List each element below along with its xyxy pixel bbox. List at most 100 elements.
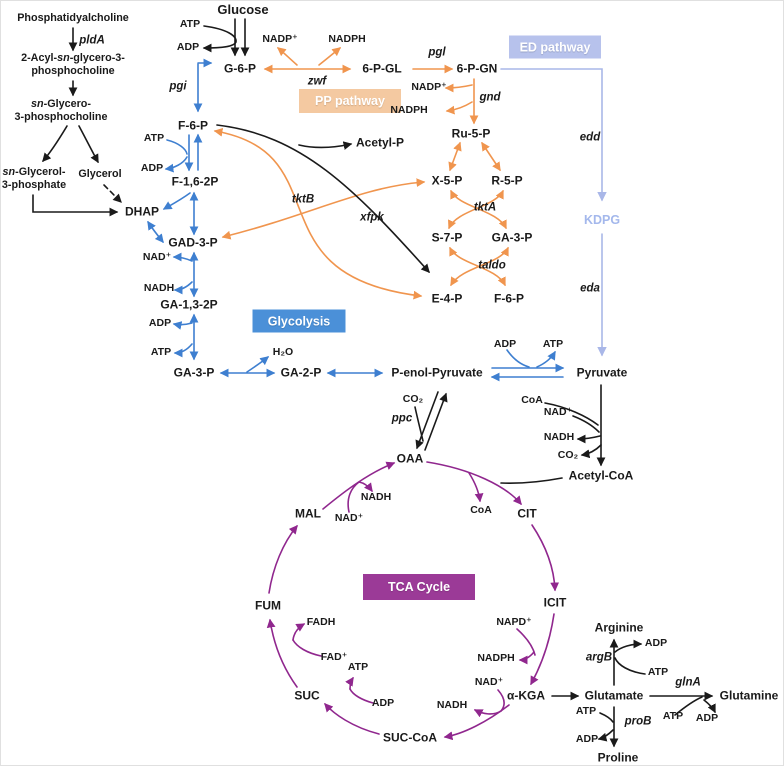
cofactor-nad: NAD⁺ [474, 676, 504, 689]
text-fragment: -Glycerol- [15, 166, 66, 179]
enzyme-eda: eda [580, 282, 600, 295]
node-r5p: R-5-P [491, 173, 523, 188]
cofactor-fad: FAD⁺ [320, 651, 348, 664]
arrow [536, 350, 556, 368]
text-fragment: sn [30, 98, 44, 111]
arrow [614, 639, 643, 653]
cofactor-nadp: NADP⁺ [411, 81, 447, 94]
arrow [448, 141, 462, 172]
node-s7p: S-7-P [431, 230, 463, 245]
enzyme-ppc: ppc [391, 412, 413, 425]
arrow [172, 252, 193, 262]
arrow [703, 699, 716, 714]
cofactor-adp: ADP [140, 162, 164, 175]
enzyme-pldA: pldA [79, 34, 105, 47]
node-glutamine: Glutamine [719, 688, 779, 703]
arrow [426, 461, 522, 506]
lipid-branch-arrows [32, 27, 122, 217]
cofactor-nad: NAD⁺ [334, 512, 364, 525]
enzyme-proB: proB [624, 715, 652, 728]
arrow [531, 524, 560, 592]
arrow [614, 657, 646, 675]
node-gad3p: GAD-3-P [168, 235, 218, 250]
node-glycerophosphocholine-line2: 3-phosphocholine [14, 111, 108, 124]
node-dhap: DHAP [124, 204, 160, 219]
enzyme-xfpk: xfpk [360, 211, 384, 224]
cofactor-nadph: NADPH [477, 652, 515, 665]
node-6pgl: 6-P-GL [362, 61, 402, 76]
node-kdpg: KDPG [583, 213, 621, 228]
node-acyl-glycerophosphocholine-line1: 2-Acyl-sn-glycero-3- [21, 52, 125, 65]
arrow [468, 472, 484, 503]
cofactor-atp: ATP [347, 661, 369, 674]
cofactor-coa: CoA [470, 504, 492, 517]
cofactor-co2: CO₂ [557, 449, 579, 462]
cofactor-atp: ATP [542, 338, 564, 351]
node-f6p: F-6-P [178, 118, 208, 133]
cofactor-atp: ATP [143, 132, 165, 145]
node-akga: α-KGA [506, 688, 546, 703]
node-x5p: X-5-P [431, 173, 463, 188]
node-glycerol: Glycerol [78, 168, 122, 181]
cofactor-nadph: NADPH [390, 104, 428, 117]
tca-cycle-badge: TCA Cycle [363, 574, 475, 600]
node-mal: MAL [295, 506, 321, 521]
arrow [500, 477, 563, 484]
arrow [246, 356, 270, 373]
arrow [266, 618, 298, 688]
cofactor-adp: ADP [493, 338, 517, 351]
cofactor-adp: ADP [644, 637, 668, 650]
arrow [580, 444, 602, 459]
arrow [358, 481, 373, 493]
arrow [202, 25, 237, 53]
cofactor-fadh: FADH [306, 616, 336, 629]
cofactor-adp: ADP [148, 317, 172, 330]
arrow [415, 391, 439, 450]
arrow [530, 613, 555, 686]
node-f16bp: F-1,6-2P [171, 174, 219, 189]
cofactor-atp: ATP [647, 666, 669, 679]
text-fragment: sn [2, 166, 16, 179]
glycolysis-arrows [147, 18, 565, 382]
xfpk-arrows [216, 124, 430, 273]
arrow [173, 281, 193, 295]
enzyme-glnA: glnA [675, 676, 701, 689]
cofactor-nad: NAD⁺ [543, 406, 573, 419]
node-suc: SUC [294, 688, 320, 703]
cofactor-nadph: NADPH [328, 33, 366, 46]
arrow [544, 402, 599, 426]
arrow [324, 703, 380, 735]
node-phosphatidyalcholine: Phosphatidyalcholine [17, 12, 129, 25]
node-glucose: Glucose [217, 1, 269, 17]
node-glutamate: Glutamate [584, 688, 644, 703]
arrow [444, 83, 473, 93]
arrow [345, 676, 354, 690]
arrow [518, 651, 535, 665]
cofactor-nadp: NADP⁺ [262, 33, 298, 46]
arrow [292, 623, 306, 641]
pp-pathway-arrows [213, 47, 509, 300]
node-ga132p: GA-1,3-2P [160, 297, 218, 312]
arrow [298, 141, 353, 150]
text-fragment: -Glycero- [43, 98, 92, 111]
arrow [103, 184, 122, 203]
enzyme-pgi: pgi [169, 80, 187, 93]
enzyme-taldo: taldo [478, 259, 506, 272]
arrow [42, 125, 68, 162]
cofactor-atp: ATP [179, 18, 201, 31]
node-pep: P-enol-Pyruvate [391, 365, 483, 380]
enzyme-tktA: tktA [473, 201, 497, 214]
node-acyl-glycerophosphocholine-line2: phosphocholine [31, 65, 115, 78]
amino-acid-arrows [551, 638, 716, 748]
node-glycerophosphocholine-line1: sn-Glycero- [30, 98, 92, 111]
node-acetylcoa: Acetyl-CoA [568, 468, 634, 483]
arrow [166, 139, 188, 155]
text-fragment: 2-Acyl- [21, 52, 58, 65]
cofactor-nadh: NADH [543, 431, 575, 444]
arrow [445, 101, 473, 115]
arrow [450, 246, 509, 287]
arrow [599, 712, 614, 723]
arrow [506, 349, 530, 368]
arrow [349, 688, 374, 704]
